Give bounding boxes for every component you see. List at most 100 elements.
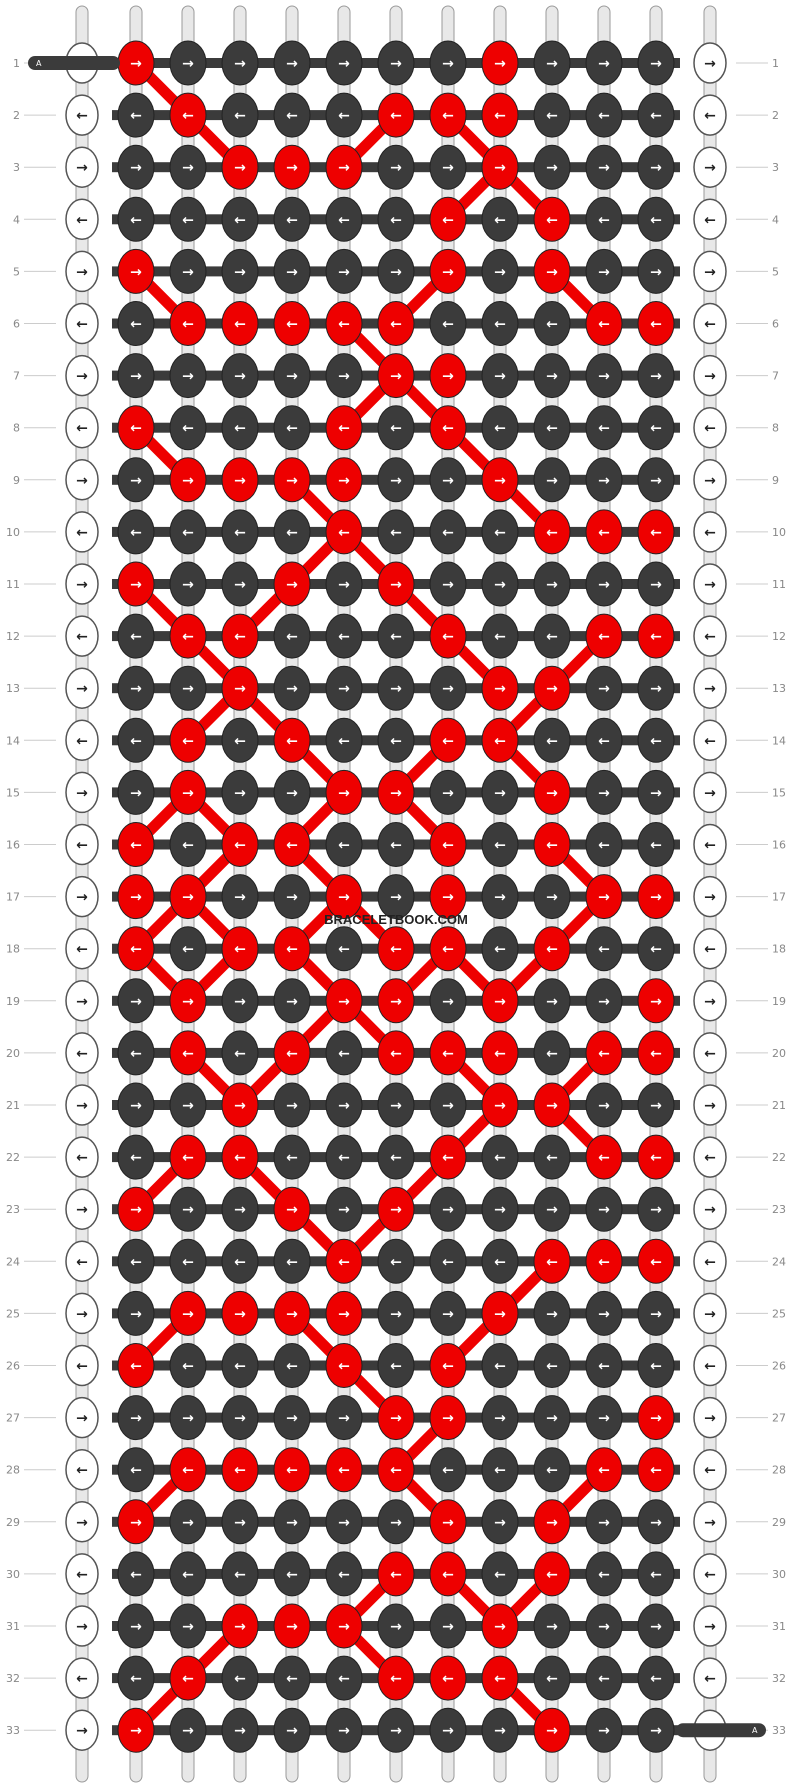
knot-arrow: ← (234, 942, 246, 958)
knot-dark (273, 1551, 311, 1597)
edge-knot-left (65, 1344, 99, 1387)
knot-dark (221, 1499, 259, 1545)
knot-arrow: ← (546, 1671, 558, 1687)
knot-arrow: ← (234, 733, 246, 749)
row-number-left: 17 (6, 891, 20, 904)
knot-arrow: → (442, 1306, 454, 1322)
knot-arrow: ← (286, 1254, 298, 1270)
knot-arrow: ← (494, 212, 506, 228)
row-number-right: 14 (772, 734, 786, 747)
knot-arrow: → (338, 264, 350, 280)
knot-dark (533, 717, 571, 763)
knot-arrow: → (286, 56, 298, 72)
knot-arrow: → (650, 681, 662, 697)
knot-red (325, 874, 363, 920)
knot-dark (429, 144, 467, 190)
knot-dark (273, 405, 311, 451)
knot-red (377, 353, 415, 399)
knot-arrow: → (234, 56, 246, 72)
knot-red (481, 40, 519, 86)
row-number-left: 1 (13, 57, 20, 70)
knot-dark (221, 1186, 259, 1232)
knot-dark (637, 822, 675, 867)
knot-dark (221, 561, 259, 607)
knot-arrow: → (338, 1723, 350, 1739)
knot-arrow: → (494, 56, 506, 72)
knot-arrow: → (598, 160, 610, 176)
knot-dark (533, 1603, 571, 1649)
knot-arrow: ← (650, 1463, 662, 1479)
knot-dark (585, 978, 623, 1024)
knot-arrow: → (442, 1619, 454, 1635)
row-number-right: 27 (772, 1412, 786, 1425)
knot-arrow: ← (494, 733, 506, 749)
knot-arrow: ← (598, 629, 610, 645)
knot-arrow: → (650, 160, 662, 176)
knot-arrow: → (598, 1515, 610, 1531)
knot-dark (585, 717, 623, 763)
knot-red (585, 613, 623, 659)
knot-dark (481, 1134, 519, 1180)
knot-arrow: ← (338, 1254, 350, 1270)
knot-arrow: → (546, 264, 558, 280)
knot-dark (117, 1030, 155, 1076)
knot-arrow: → (390, 1723, 402, 1739)
row-number-right: 25 (772, 1307, 786, 1320)
knot-dark (221, 1395, 259, 1441)
knot-red (533, 509, 571, 555)
row-number-right: 13 (772, 682, 786, 695)
knot-arrow: ← (598, 421, 610, 437)
knot-dark (377, 1238, 415, 1284)
edge-knot-right (693, 875, 727, 918)
knot-arrow: ← (130, 1150, 142, 1166)
knot-arrow: → (130, 1723, 142, 1739)
knot-dark (533, 405, 571, 451)
row-number-left: 19 (6, 995, 20, 1008)
knot-arrow: → (130, 1306, 142, 1322)
knot-dark (533, 92, 571, 138)
knot-arrow: → (286, 1306, 298, 1322)
knot-arrow: → (182, 264, 194, 280)
knot-red (169, 301, 207, 346)
knot-arrow: ← (234, 1046, 246, 1062)
knot-dark (585, 1290, 623, 1336)
knot-arrow: → (598, 577, 610, 593)
knot-arrow: → (234, 1411, 246, 1427)
edge-knot-left (65, 875, 99, 918)
knot-arrow: ← (390, 108, 402, 124)
knot-arrow: ← (130, 1463, 142, 1479)
knot-arrow: → (234, 681, 246, 697)
knot-dark (377, 1134, 415, 1180)
knot-arrow: ← (390, 421, 402, 437)
knot-arrow: → (130, 785, 142, 801)
edge-knot-left (65, 302, 99, 345)
edge-knot-right (693, 771, 727, 814)
row-number-left: 14 (6, 734, 20, 747)
knot-arrow: → (234, 785, 246, 801)
knot-dark (377, 248, 415, 294)
knot-arrow: ← (182, 1150, 194, 1166)
knot-arrow: → (338, 1515, 350, 1531)
knot-arrow: ← (338, 942, 350, 958)
knot-arrow: → (182, 1515, 194, 1531)
knot-arrow: ← (286, 212, 298, 228)
edge-arrow-right: → (704, 56, 716, 72)
edge-arrow-left: ← (76, 108, 88, 124)
knot-arrow: ← (598, 525, 610, 541)
knot-arrow: ← (598, 317, 610, 333)
knot-red (429, 1499, 467, 1545)
knot-dark (325, 40, 363, 86)
knot-grid: → → → → → → → → → → → → → ← ← ← ← ← ← ← ← ← ← ← ← ← → → → → → → → → → → → → → ←… (65, 40, 727, 1753)
knot-arrow: ← (546, 733, 558, 749)
knot-arrow: ← (650, 421, 662, 437)
knot-dark (585, 196, 623, 242)
knot-arrow: → (442, 1202, 454, 1218)
knot-dark (637, 1343, 675, 1388)
knot-arrow: → (182, 1619, 194, 1635)
knot-arrow: → (494, 1202, 506, 1218)
knot-arrow: → (650, 1411, 662, 1427)
knot-dark (481, 248, 519, 294)
knot-arrow: → (338, 785, 350, 801)
knot-dark (533, 1447, 571, 1493)
knot-arrow: → (442, 785, 454, 801)
